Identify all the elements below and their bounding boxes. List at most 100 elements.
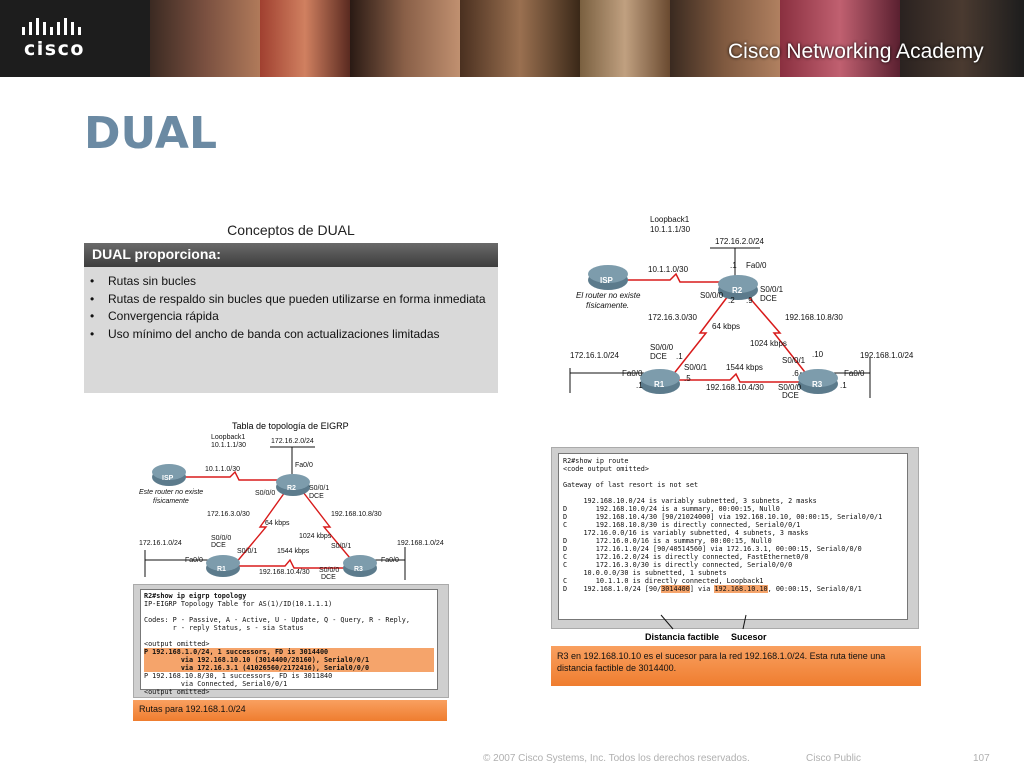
- net-r2r3: 192.168.10.8/30: [331, 511, 382, 518]
- dce-label: DCE: [650, 352, 667, 361]
- banner-photo: [460, 0, 580, 77]
- octet-label: .1: [676, 352, 683, 361]
- lan-r3: 192.168.1.0/24: [397, 540, 444, 547]
- cisco-logo-text: cisco: [24, 38, 85, 60]
- concepts-heading: DUAL proporciona:: [84, 243, 498, 267]
- console-line: D 192.168.10.4/30 [90/21024000] via 192.…: [563, 513, 883, 521]
- eigrp-title: Tabla de topología de EIGRP: [232, 421, 349, 431]
- feasible-distance-label: Distancia factible: [645, 632, 720, 642]
- dce-label: DCE: [782, 391, 799, 400]
- banner-photo: [260, 0, 350, 77]
- link-r1-r3: [672, 372, 808, 383]
- console-line: <output omitted>: [144, 688, 210, 696]
- net-top: 172.16.2.0/24: [271, 438, 314, 445]
- academy-title: Cisco Networking Academy: [728, 40, 984, 63]
- slide-title: DUAL: [84, 108, 217, 159]
- router-r2-icon: R2: [276, 474, 310, 496]
- console-line: P 192.168.1.0/24, 1 successors, FD is 30…: [144, 648, 434, 656]
- eigrp-caption: Rutas para 192.168.1.0/24: [133, 700, 447, 721]
- port-label: S0/0/0: [319, 567, 339, 574]
- bandwidth-label: 64 kbps: [712, 322, 740, 331]
- console-line: <output omitted>: [144, 640, 210, 648]
- route-last-line: D 192.168.1.0/24 [90/3014400] via 192.16…: [563, 585, 903, 593]
- footer-classification: Cisco Public: [806, 753, 862, 764]
- console-line: via 192.168.10.10 (3014400/28160), Seria…: [144, 656, 434, 664]
- port-label: S0/0/0: [650, 343, 674, 352]
- port-label: S0/0/0: [211, 535, 231, 542]
- router-r2-icon: R2: [718, 275, 758, 300]
- dce-label: DCE: [760, 294, 777, 303]
- port-label: S0/0/0: [778, 383, 802, 392]
- route-caption: R3 en 192.168.10.10 es el sucesor para l…: [551, 646, 921, 686]
- bandwidth-label: 1024 kbps: [750, 339, 787, 348]
- feasible-distance-highlight: 3014400: [661, 585, 690, 593]
- console-line: C 172.16.2.0/24 is directly connected, F…: [563, 553, 809, 561]
- net-isp: 10.1.1.0/30: [648, 265, 689, 274]
- octet-label: .1: [730, 261, 737, 270]
- net-r1r3: 192.168.10.4/30: [706, 383, 764, 392]
- route-text: D 192.168.1.0/24 [90/: [563, 585, 662, 593]
- successor-highlight: 192.168.10.10: [714, 585, 768, 593]
- console-line: [563, 473, 903, 481]
- lan-r3: 192.168.1.0/24: [860, 351, 914, 360]
- port-label: Fa0/0: [185, 557, 203, 564]
- console-line: Gateway of last resort is not set: [563, 481, 699, 489]
- r1-label: R1: [217, 566, 226, 573]
- loopback-label: Loopback1: [650, 215, 690, 224]
- net-top: 172.16.2.0/24: [715, 237, 764, 246]
- console-line: D 192.168.10.0/24 is a summary, 00:00:15…: [563, 505, 780, 513]
- console-line: 192.168.10.0/24 is variably subnetted, 3…: [563, 497, 817, 505]
- eigrp-topology-diagram: ISP R2 R1 R3 Loopback1 10.1.1.1/30 172.1…: [139, 434, 444, 581]
- console-line: via Connected, Serial0/0/1: [144, 680, 288, 688]
- r1-label: R1: [654, 380, 665, 389]
- bandwidth-label: 1544 kbps: [277, 548, 310, 555]
- port-label: S0/0/0: [700, 291, 724, 300]
- net-r2r3: 192.168.10.8/30: [785, 313, 843, 322]
- banner-photo: [780, 0, 900, 77]
- net-r1r2: 172.16.3.0/30: [207, 511, 250, 518]
- lan-r1: 172.16.1.0/24: [570, 351, 619, 360]
- banner-photo: [350, 0, 460, 77]
- route-console: R2#show ip route<code output omitted> Ga…: [558, 453, 908, 620]
- concepts-bullet: Rutas sin bucles: [90, 274, 196, 288]
- successor-label: Sucesor: [731, 632, 767, 642]
- bandwidth-label: 1544 kbps: [726, 363, 763, 372]
- bandwidth-label: 1024 kbps: [299, 533, 332, 540]
- cisco-logo-icon: [22, 18, 81, 35]
- port-label: Fa0/0: [295, 462, 313, 469]
- console-line: C 192.168.10.8/30 is directly connected,…: [563, 521, 801, 529]
- port-label: S0/0/1: [684, 363, 708, 372]
- concepts-title: Conceptos de DUAL: [227, 222, 355, 238]
- banner-photo: [900, 0, 1024, 77]
- console-line: IP-EIGRP Topology Table for AS(1)/ID(10.…: [144, 600, 333, 608]
- r3-label: R3: [812, 380, 823, 389]
- port-label: S0/0/1: [237, 548, 257, 555]
- isp-label: ISP: [600, 276, 614, 285]
- header-banner: cisco Cisco Networking Academy: [0, 0, 1024, 77]
- console-line: R2#show ip eigrp topology: [144, 592, 247, 600]
- console-line: R2#show ip route: [563, 457, 629, 465]
- banner-photo: [150, 0, 260, 77]
- console-line: D 172.16.0.0/16 is a summary, 00:00:15, …: [563, 537, 772, 545]
- isp-note: físicamente.: [586, 301, 629, 310]
- port-label: Fa0/0: [844, 369, 865, 378]
- loopback-label: Loopback1: [211, 434, 245, 441]
- port-label: Fa0/0: [381, 557, 399, 564]
- route-text: , 00:00:15, Serial0/0/1: [767, 585, 862, 593]
- loopback-net: 10.1.1.1/30: [650, 225, 691, 234]
- concepts-bullet: Rutas de respaldo sin bucles que pueden …: [90, 292, 486, 306]
- octet-label: .9: [746, 296, 753, 305]
- concepts-bullet: Convergencia rápida: [90, 309, 219, 323]
- banner-photo: [670, 0, 780, 77]
- net-r1r3: 192.168.10.4/30: [259, 569, 310, 576]
- loopback-net: 10.1.1.1/30: [211, 442, 246, 449]
- r2-label: R2: [287, 485, 296, 492]
- isp-note: Este router no existe: [139, 489, 203, 496]
- dce-label: DCE: [211, 542, 226, 549]
- port-label: Fa0/0: [622, 369, 643, 378]
- isp-note: físicamente: [153, 498, 189, 505]
- octet-label: .2: [728, 296, 735, 305]
- octet-label: .1: [840, 381, 847, 390]
- dce-label: DCE: [309, 493, 324, 500]
- bandwidth-label: 64 kbps: [265, 520, 290, 527]
